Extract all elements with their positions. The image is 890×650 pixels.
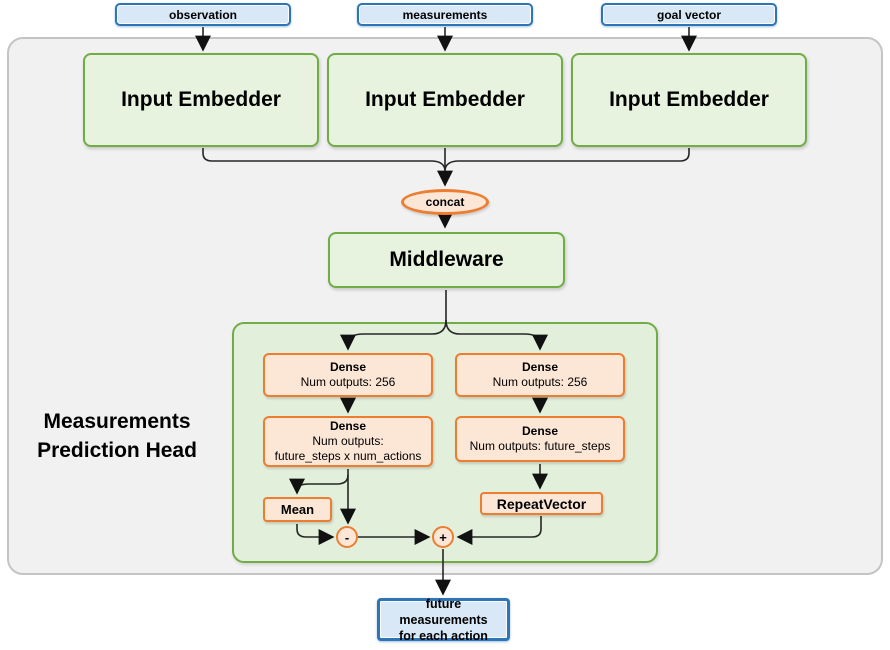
prediction-head-title-line2: Prediction Head xyxy=(37,439,197,462)
prediction-head-title-line1: Measurements xyxy=(43,410,191,433)
plus-node: + xyxy=(432,526,454,548)
dense-left-2-subtitle-line1: Num outputs: xyxy=(312,434,384,448)
dense-right-2-title: Dense xyxy=(521,424,559,438)
input-embedder-box-3: Input Embedder xyxy=(571,53,807,147)
repeat-vector-box: RepeatVector xyxy=(480,492,603,515)
input-box-goal-vector: goal vector xyxy=(601,3,777,26)
dense-right-2-subtitle: Num outputs: future_steps xyxy=(469,439,611,453)
dense-right-1-box: Dense Num outputs: 256 xyxy=(455,353,625,397)
dense-right-2-box: Dense Num outputs: future_steps xyxy=(455,416,625,462)
dense-left-1-title: Dense xyxy=(329,360,367,374)
concat-node: concat xyxy=(401,189,489,215)
minus-node: - xyxy=(336,526,358,548)
dense-left-2-box: Dense Num outputs: future_steps x num_ac… xyxy=(263,416,433,467)
prediction-head-title: Measurements Prediction Head xyxy=(12,407,222,465)
input-box-observation: observation xyxy=(115,3,291,26)
input-box-measurements: measurements xyxy=(357,3,533,26)
dense-left-1-subtitle: Num outputs: 256 xyxy=(300,375,396,389)
output-box-line2: for each action xyxy=(399,628,488,643)
dense-right-1-subtitle: Num outputs: 256 xyxy=(492,375,588,389)
dense-right-1-title: Dense xyxy=(521,360,559,374)
middleware-box: Middleware xyxy=(328,232,565,288)
input-embedder-box-1: Input Embedder xyxy=(83,53,319,147)
dense-left-2-subtitle-line2: future_steps x num_actions xyxy=(274,449,422,463)
dense-left-1-box: Dense Num outputs: 256 xyxy=(263,353,433,397)
output-box-line1: future measurements xyxy=(399,596,488,627)
dense-left-2-title: Dense xyxy=(329,419,367,433)
input-embedder-box-2: Input Embedder xyxy=(327,53,563,147)
output-box: future measurements for each action xyxy=(377,596,510,643)
mean-box: Mean xyxy=(263,497,332,522)
